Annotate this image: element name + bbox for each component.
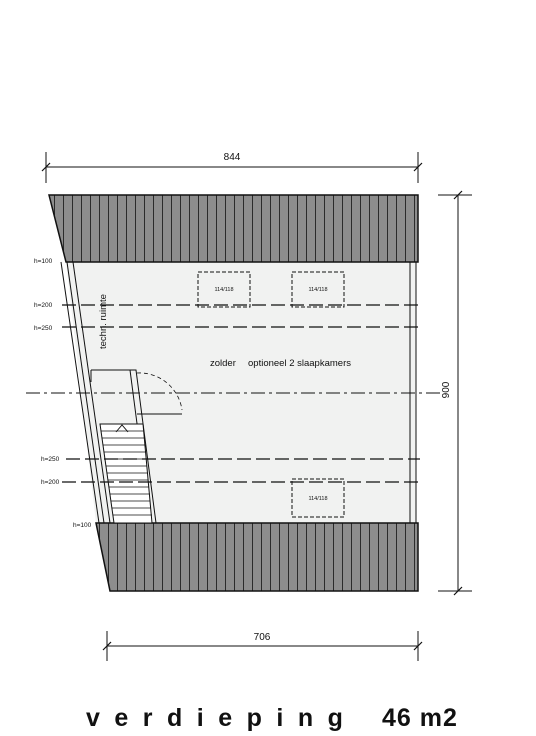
roof-window-3-label: 114/118 xyxy=(308,496,327,502)
plan-caption: verdieping 46 m2 xyxy=(0,700,536,736)
height-label-bottom-200: h=200 xyxy=(41,479,60,486)
door-swing xyxy=(136,372,183,415)
dimension-top-label: 844 xyxy=(224,152,241,163)
level-name: verdieping xyxy=(86,704,358,732)
height-lines xyxy=(62,304,420,483)
technical-room-label: techn. ruimte xyxy=(98,294,109,349)
dimension-bottom-label: 706 xyxy=(254,632,271,643)
roof-top xyxy=(48,194,419,263)
roof-window-2: 114/118 xyxy=(291,271,345,308)
dimension-right-label: 900 xyxy=(441,381,452,398)
height-label-bottom-100: h=100 xyxy=(73,522,92,529)
floor-plan-drawing: 844 706 900 xyxy=(26,152,472,661)
dimension-top: 844 xyxy=(41,152,423,183)
roof-window-1: 114/118 xyxy=(197,271,251,308)
dimension-right: 900 xyxy=(438,190,472,596)
room-note: optioneel 2 slaapkamers xyxy=(248,358,351,369)
roof-bottom xyxy=(95,522,419,592)
roof-window-3: 114/118 xyxy=(291,478,345,518)
dimension-bottom: 706 xyxy=(102,631,423,661)
roof-window-2-label: 114/118 xyxy=(308,287,327,293)
height-label-top-100: h=100 xyxy=(34,258,53,265)
roof-window-1-label: 114/118 xyxy=(214,287,233,293)
staircase xyxy=(99,423,153,524)
height-label-top-200: h=200 xyxy=(34,302,53,309)
height-label-top-250: h=250 xyxy=(34,325,53,332)
room-label: zolder xyxy=(210,358,236,369)
height-label-bottom-250: h=250 xyxy=(41,456,60,463)
floor-area: 46 m2 xyxy=(382,704,458,732)
